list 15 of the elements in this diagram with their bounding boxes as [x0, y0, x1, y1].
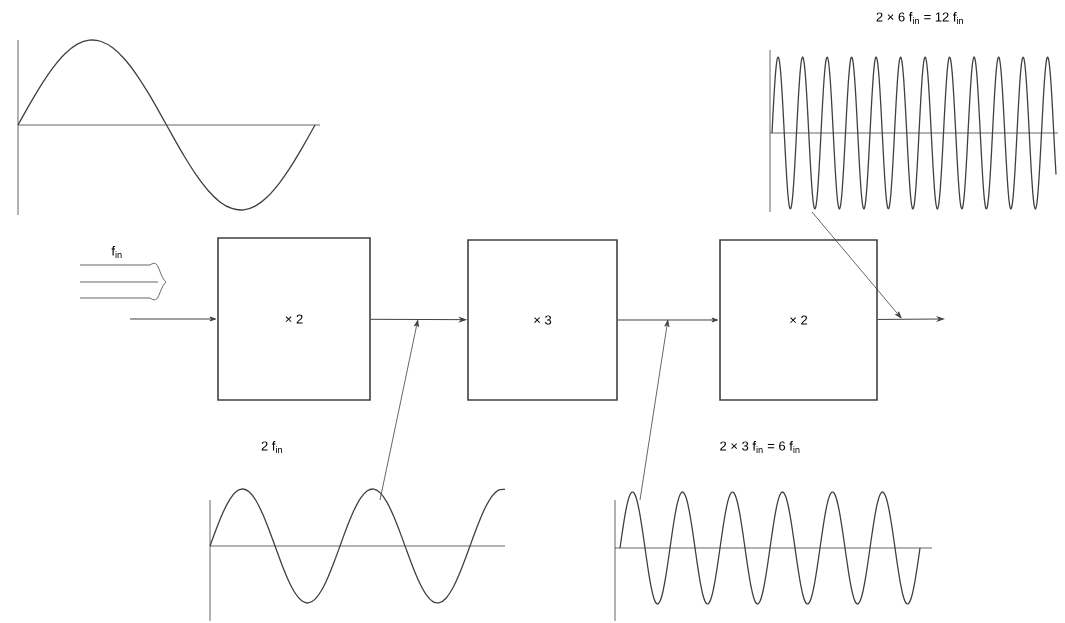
arrow — [617, 317, 719, 323]
leader-line — [811, 211, 902, 319]
frequency-label: f$_{in}$ — [111, 246, 122, 258]
leader-line — [639, 319, 670, 501]
arrow — [129, 316, 217, 322]
waveform-drawing — [17, 39, 321, 216]
waveform-label: 2 × 3 f$_{in}$ = 6 f$_{in}$ — [720, 441, 800, 453]
arrow — [370, 317, 467, 323]
waveform-label: 2 f$_{in}$ — [261, 441, 282, 453]
waveform-label: 2 × 6 f$_{in}$ = 12 f$_{in}$ — [876, 12, 963, 24]
multiplier-box: × 2 — [719, 239, 878, 401]
multiplier-box: × 2 — [217, 237, 371, 401]
arrow — [877, 316, 944, 322]
leader-line — [379, 319, 419, 501]
multiplier-box: × 3 — [467, 239, 618, 401]
